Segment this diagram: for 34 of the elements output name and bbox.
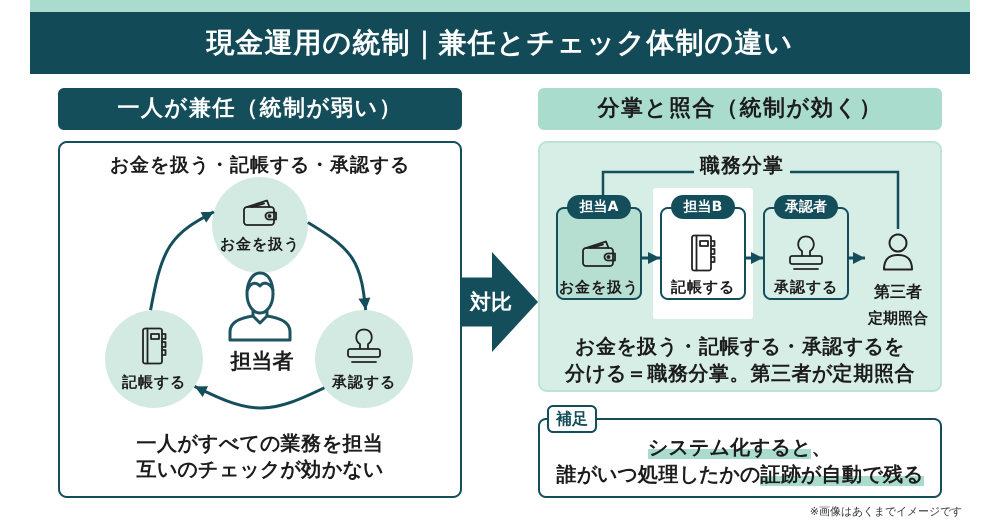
summary-text: お金を扱う・記帳する・承認するを分ける＝職務分掌。第三者が定期照合	[564, 333, 916, 387]
person-caption: 担当者	[229, 348, 294, 375]
arrow	[194, 385, 325, 410]
section-header	[58, 88, 462, 130]
arrow	[642, 252, 660, 264]
arrow	[149, 210, 215, 310]
task-label: お金を扱う	[558, 277, 640, 297]
arrow	[746, 252, 763, 264]
note-text: システム化すると、誰がいつ処理したかの証跡が自動で残る	[555, 434, 925, 488]
step-label: 承認する	[332, 373, 396, 391]
section-header	[538, 88, 942, 130]
step-label: 記帳する	[122, 373, 186, 391]
header-title: 分掌と照合（統制が効く）	[596, 95, 884, 123]
title: 現金運用の統制｜兼任とチェック体制の違い	[204, 25, 794, 62]
role-tag: 担当A	[567, 195, 631, 219]
role-tag: 承認者	[774, 195, 838, 219]
role-name: 第三者	[873, 282, 923, 302]
step-label: お金を扱う	[220, 234, 300, 252]
role-tag: 担当B	[671, 195, 735, 219]
panel	[58, 141, 462, 498]
footnote: ※画像はあくまでイメージです	[808, 504, 962, 520]
header-title: 一人が兼任（統制が弱い）	[116, 95, 404, 123]
edge-label: 対比	[468, 289, 513, 316]
bracket-label: 職務分掌	[698, 152, 785, 178]
panel	[538, 141, 942, 392]
block-arrow	[462, 252, 538, 352]
note-tag: 補足	[547, 405, 597, 433]
task-label: 記帳する	[670, 277, 736, 297]
task-label: 定期照合	[866, 308, 929, 328]
arrow	[849, 252, 865, 264]
summary-text: 一人がすべての業務を担当互いのチェックが効かない	[135, 430, 385, 482]
arrow	[307, 221, 370, 310]
task-label: 承認する	[772, 277, 839, 297]
panel-heading: お金を扱う・記帳する・承認する	[109, 154, 411, 176]
